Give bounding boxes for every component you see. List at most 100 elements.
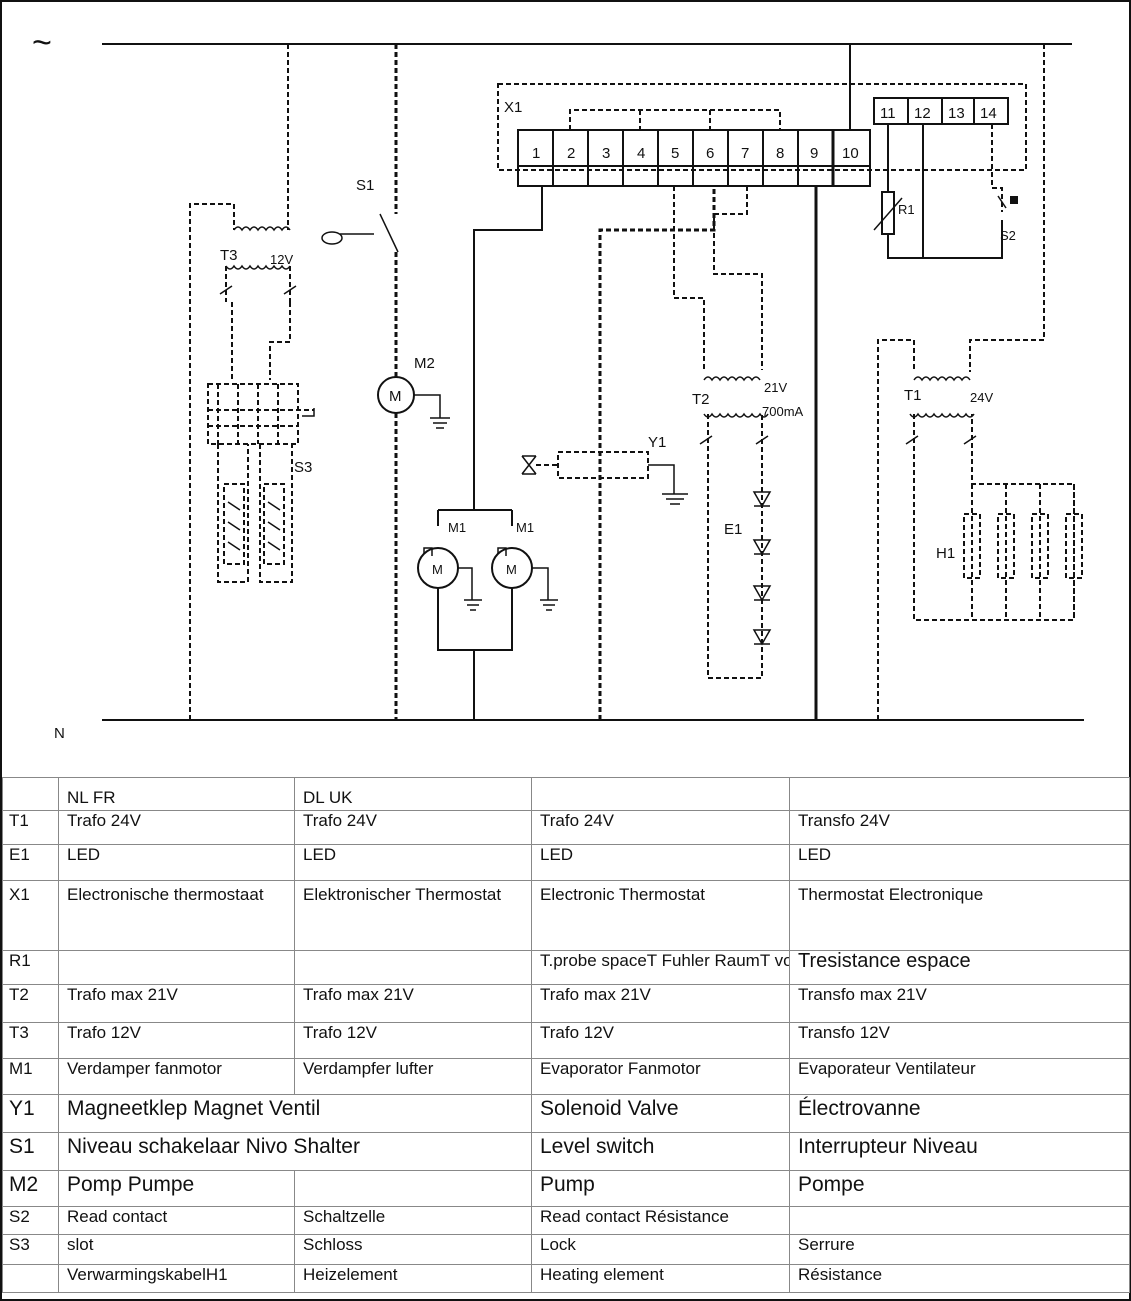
legend-cell-dl: Elektronischer Thermostat (294, 880, 532, 951)
neutral-label: N (54, 725, 65, 742)
r1-label: R1 (898, 202, 915, 217)
legend-code: M1 (2, 1058, 59, 1095)
t2-label: T2 (692, 391, 710, 408)
legend-cell-fr: Serrure (789, 1234, 1130, 1265)
legend-code: X1 (2, 880, 59, 951)
t1-voltage: 24V (970, 390, 993, 405)
legend-cell-dl: Verdampfer lufter (294, 1058, 532, 1095)
terminal-numbers-aux: 11 12 13 14 (880, 105, 997, 122)
s2-reed-contact: S2 (991, 124, 1018, 243)
legend-code: S2 (2, 1206, 59, 1235)
y1-label: Y1 (648, 434, 666, 451)
s3-lock: S3 (207, 383, 315, 583)
legend-cell-nl: Trafo 24V (58, 810, 295, 845)
legend-cell-fr: Transfo max 21V (789, 984, 1130, 1023)
t2-voltage: 21V (764, 380, 787, 395)
terminal-7: 7 (741, 145, 749, 162)
m2-label: M2 (414, 355, 435, 372)
r1-temperature-probe: R1 (873, 124, 1003, 259)
legend-row-e1: E1 LED LED LED LED (2, 844, 1130, 881)
legend-cell-fr: Pompe (789, 1170, 1130, 1207)
t1-label: T1 (904, 387, 922, 404)
legend-cell-fr: Interrupteur Niveau (789, 1132, 1130, 1171)
legend-code: M2 (2, 1170, 59, 1207)
legend-cell-fr: Transfo 24V (789, 810, 1130, 845)
legend-cell-dl: Trafo max 21V (294, 984, 532, 1023)
legend-cell-uk: Lock (531, 1234, 790, 1265)
e1-led-string: E1 (724, 491, 772, 646)
legend-cell-uk: Trafo max 21V (531, 984, 790, 1023)
legend-cell-fr: Tresistance espace (789, 950, 1130, 985)
m1-left-motor-letter: M (432, 562, 443, 577)
legend-cell-dl (294, 950, 532, 985)
legend-cell-nl (58, 950, 295, 985)
t2-transformer: T2 21V 700mA (673, 186, 804, 679)
legend-cell-dl: Schloss (294, 1234, 532, 1265)
legend-cell-dl: Trafo 12V (294, 1022, 532, 1059)
legend-row-s1: S1 Niveau schakelaar Nivo Shalter Level … (2, 1132, 1130, 1171)
terminal-numbers-main: 1 2 3 4 5 6 7 8 9 10 (532, 145, 859, 162)
legend-row-r1: R1 T.probe spaceT Fuhler RaumT voeler re… (2, 950, 1130, 985)
t1-transformer: T1 24V (877, 44, 1075, 720)
s1-level-switch: S1 (321, 44, 399, 377)
x1-label: X1 (504, 99, 522, 116)
s2-label: S2 (1000, 228, 1016, 243)
terminal-9: 9 (810, 145, 818, 162)
wiring-diagram: ~ N X1 1 2 3 4 5 6 7 8 9 10 11 (32, 24, 1084, 742)
terminal-2: 2 (567, 145, 575, 162)
legend-cell-uk: Evaporator Fanmotor (531, 1058, 790, 1095)
t3-transformer: T3 12V (189, 44, 297, 720)
supply-symbol: ~ (32, 24, 52, 62)
legend-row-m1: M1 Verdamper fanmotor Verdampfer lufter … (2, 1058, 1130, 1095)
m1-fan-motors: M1 M1 M M (417, 186, 558, 720)
t3-label: T3 (220, 247, 238, 264)
legend-header-col4 (789, 777, 1130, 811)
legend-header-nl-fr: NL FR (58, 777, 295, 811)
terminal-bridge (569, 109, 781, 130)
legend-cell-nl: Electronische thermostaat (58, 880, 295, 951)
s1-label: S1 (356, 177, 374, 194)
legend-row-y1: Y1 Magneetklep Magnet Ventil Solenoid Va… (2, 1094, 1130, 1133)
y1-solenoid-valve: Y1 (521, 186, 716, 720)
legend-cell-fr (789, 1206, 1130, 1235)
legend-cell-uk: Heating element (531, 1264, 790, 1293)
legend-code (2, 1264, 59, 1293)
legend-cell-uk: Trafo 24V (531, 810, 790, 845)
legend-row-t3: T3 Trafo 12V Trafo 12V Trafo 12V Transfo… (2, 1022, 1130, 1059)
terminal-6: 6 (706, 145, 714, 162)
legend-code: R1 (2, 950, 59, 985)
legend-header-row: NL FR DL UK (2, 777, 1130, 811)
legend-cell-nl-dl: Niveau schakelaar Nivo Shalter (58, 1132, 532, 1171)
terminal-1: 1 (532, 145, 540, 162)
terminal-14: 14 (980, 105, 997, 122)
legend-cell-nl: Read contact (58, 1206, 295, 1235)
legend-row-s3: S3 slot Schloss Lock Serrure (2, 1234, 1130, 1265)
terminal-4: 4 (637, 145, 645, 162)
component-legend-table: NL FR DL UK T1 Trafo 24V Trafo 24V Trafo… (2, 777, 1130, 1293)
legend-cell-nl: VerwarmingskabelH1 (58, 1264, 295, 1293)
legend-cell-fr: LED (789, 844, 1130, 881)
legend-code: T3 (2, 1022, 59, 1059)
m1-right-label: M1 (516, 520, 534, 535)
legend-row-s2: S2 Read contact Schaltzelle Read contact… (2, 1206, 1130, 1235)
legend-cell-nl: LED (58, 844, 295, 881)
legend-cell-nl: Pomp Pumpe (58, 1170, 295, 1207)
legend-code: Y1 (2, 1094, 59, 1133)
legend-cell-nl: slot (58, 1234, 295, 1265)
h1-label: H1 (936, 545, 955, 562)
terminal-5: 5 (671, 145, 679, 162)
legend-row-t2: T2 Trafo max 21V Trafo max 21V Trafo max… (2, 984, 1130, 1023)
terminal-11: 11 (880, 105, 896, 122)
legend-cell-uk: Trafo 12V (531, 1022, 790, 1059)
legend-code: T1 (2, 810, 59, 845)
legend-cell-uk: Electronic Thermostat (531, 880, 790, 951)
t2-current: 700mA (762, 404, 804, 419)
terminal-strip-aux (873, 97, 1009, 125)
legend-header-col3 (531, 777, 790, 811)
e1-label: E1 (724, 521, 742, 538)
terminal-8: 8 (776, 145, 784, 162)
legend-cell-fr: Thermostat Electronique (789, 880, 1130, 951)
s3-label: S3 (294, 459, 312, 476)
legend-header-dl-uk: DL UK (294, 777, 532, 811)
legend-code: E1 (2, 844, 59, 881)
